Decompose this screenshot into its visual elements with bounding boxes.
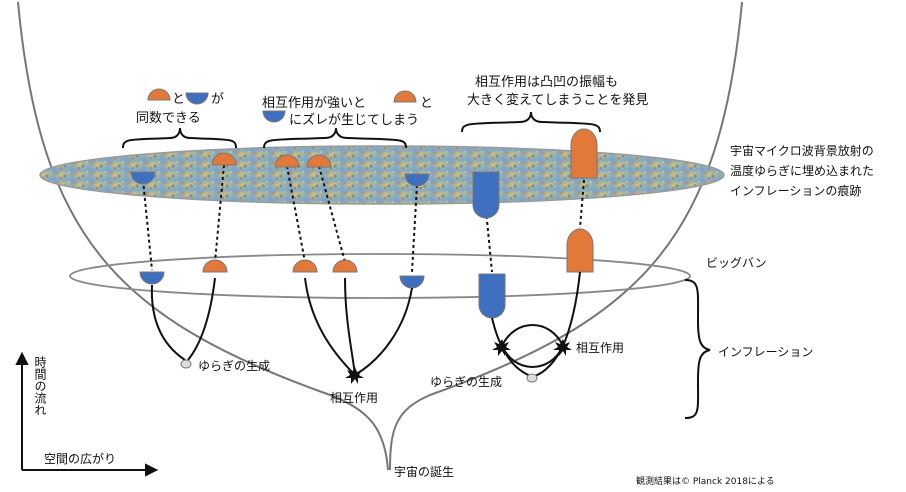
label-axis-space: 空間の広がり [44,451,116,466]
label-strong-top-post: と [420,96,433,111]
bigbang-ellipse [69,253,691,299]
dashed-links [142,164,585,273]
label-inflation: インフレーション [718,345,813,359]
label-equal-bottom: 同数できる [136,111,201,126]
label-bigbang: ビッグバン [706,256,767,270]
cmb-disc [39,145,725,205]
cmb-symbols [130,128,598,219]
label-amp-line2: 大きく変えてしまうことを発見 [467,92,648,108]
bigbang-symbols [139,228,594,319]
inflation-brace [684,279,711,419]
fluct-dot-right [526,373,538,383]
label-axis-time: 時間の流れ [33,356,47,416]
label-equal-post: が [211,92,224,107]
label-credit: 観測結果は© Planck 2018による [636,475,775,487]
inflation-curves [150,271,581,377]
label-interaction-mid: 相互作用 [330,391,378,405]
fluct-dot-left [180,359,192,369]
label-interaction-right: 相互作用 [576,341,624,355]
label-birth: 宇宙の誕生 [394,464,454,479]
label-strong-top: 相互作用が強いと [262,96,366,111]
funnel-left-wall [17,1,389,471]
interaction-star-icon [345,339,572,384]
callout-braces [122,111,601,149]
label-amp-line1: 相互作用は凸凹の振幅も [475,75,618,90]
label-fluct-right: ゆらぎの生成 [430,375,502,389]
label-strong-bottom: にズレが生じてしまう [289,112,419,128]
label-equal-pre: と [172,92,185,107]
label-cmb-line3: インフレーションの痕跡 [730,183,861,198]
funnel-right-wall [389,1,743,471]
label-cmb-line2: 温度ゆらぎに埋め込まれた [730,163,874,178]
axes [15,351,159,477]
callout-symbols [147,88,417,123]
label-fluct-left: ゆらぎの生成 [198,359,270,373]
label-cmb-line1: 宇宙マイクロ波背景放射の [730,143,874,158]
